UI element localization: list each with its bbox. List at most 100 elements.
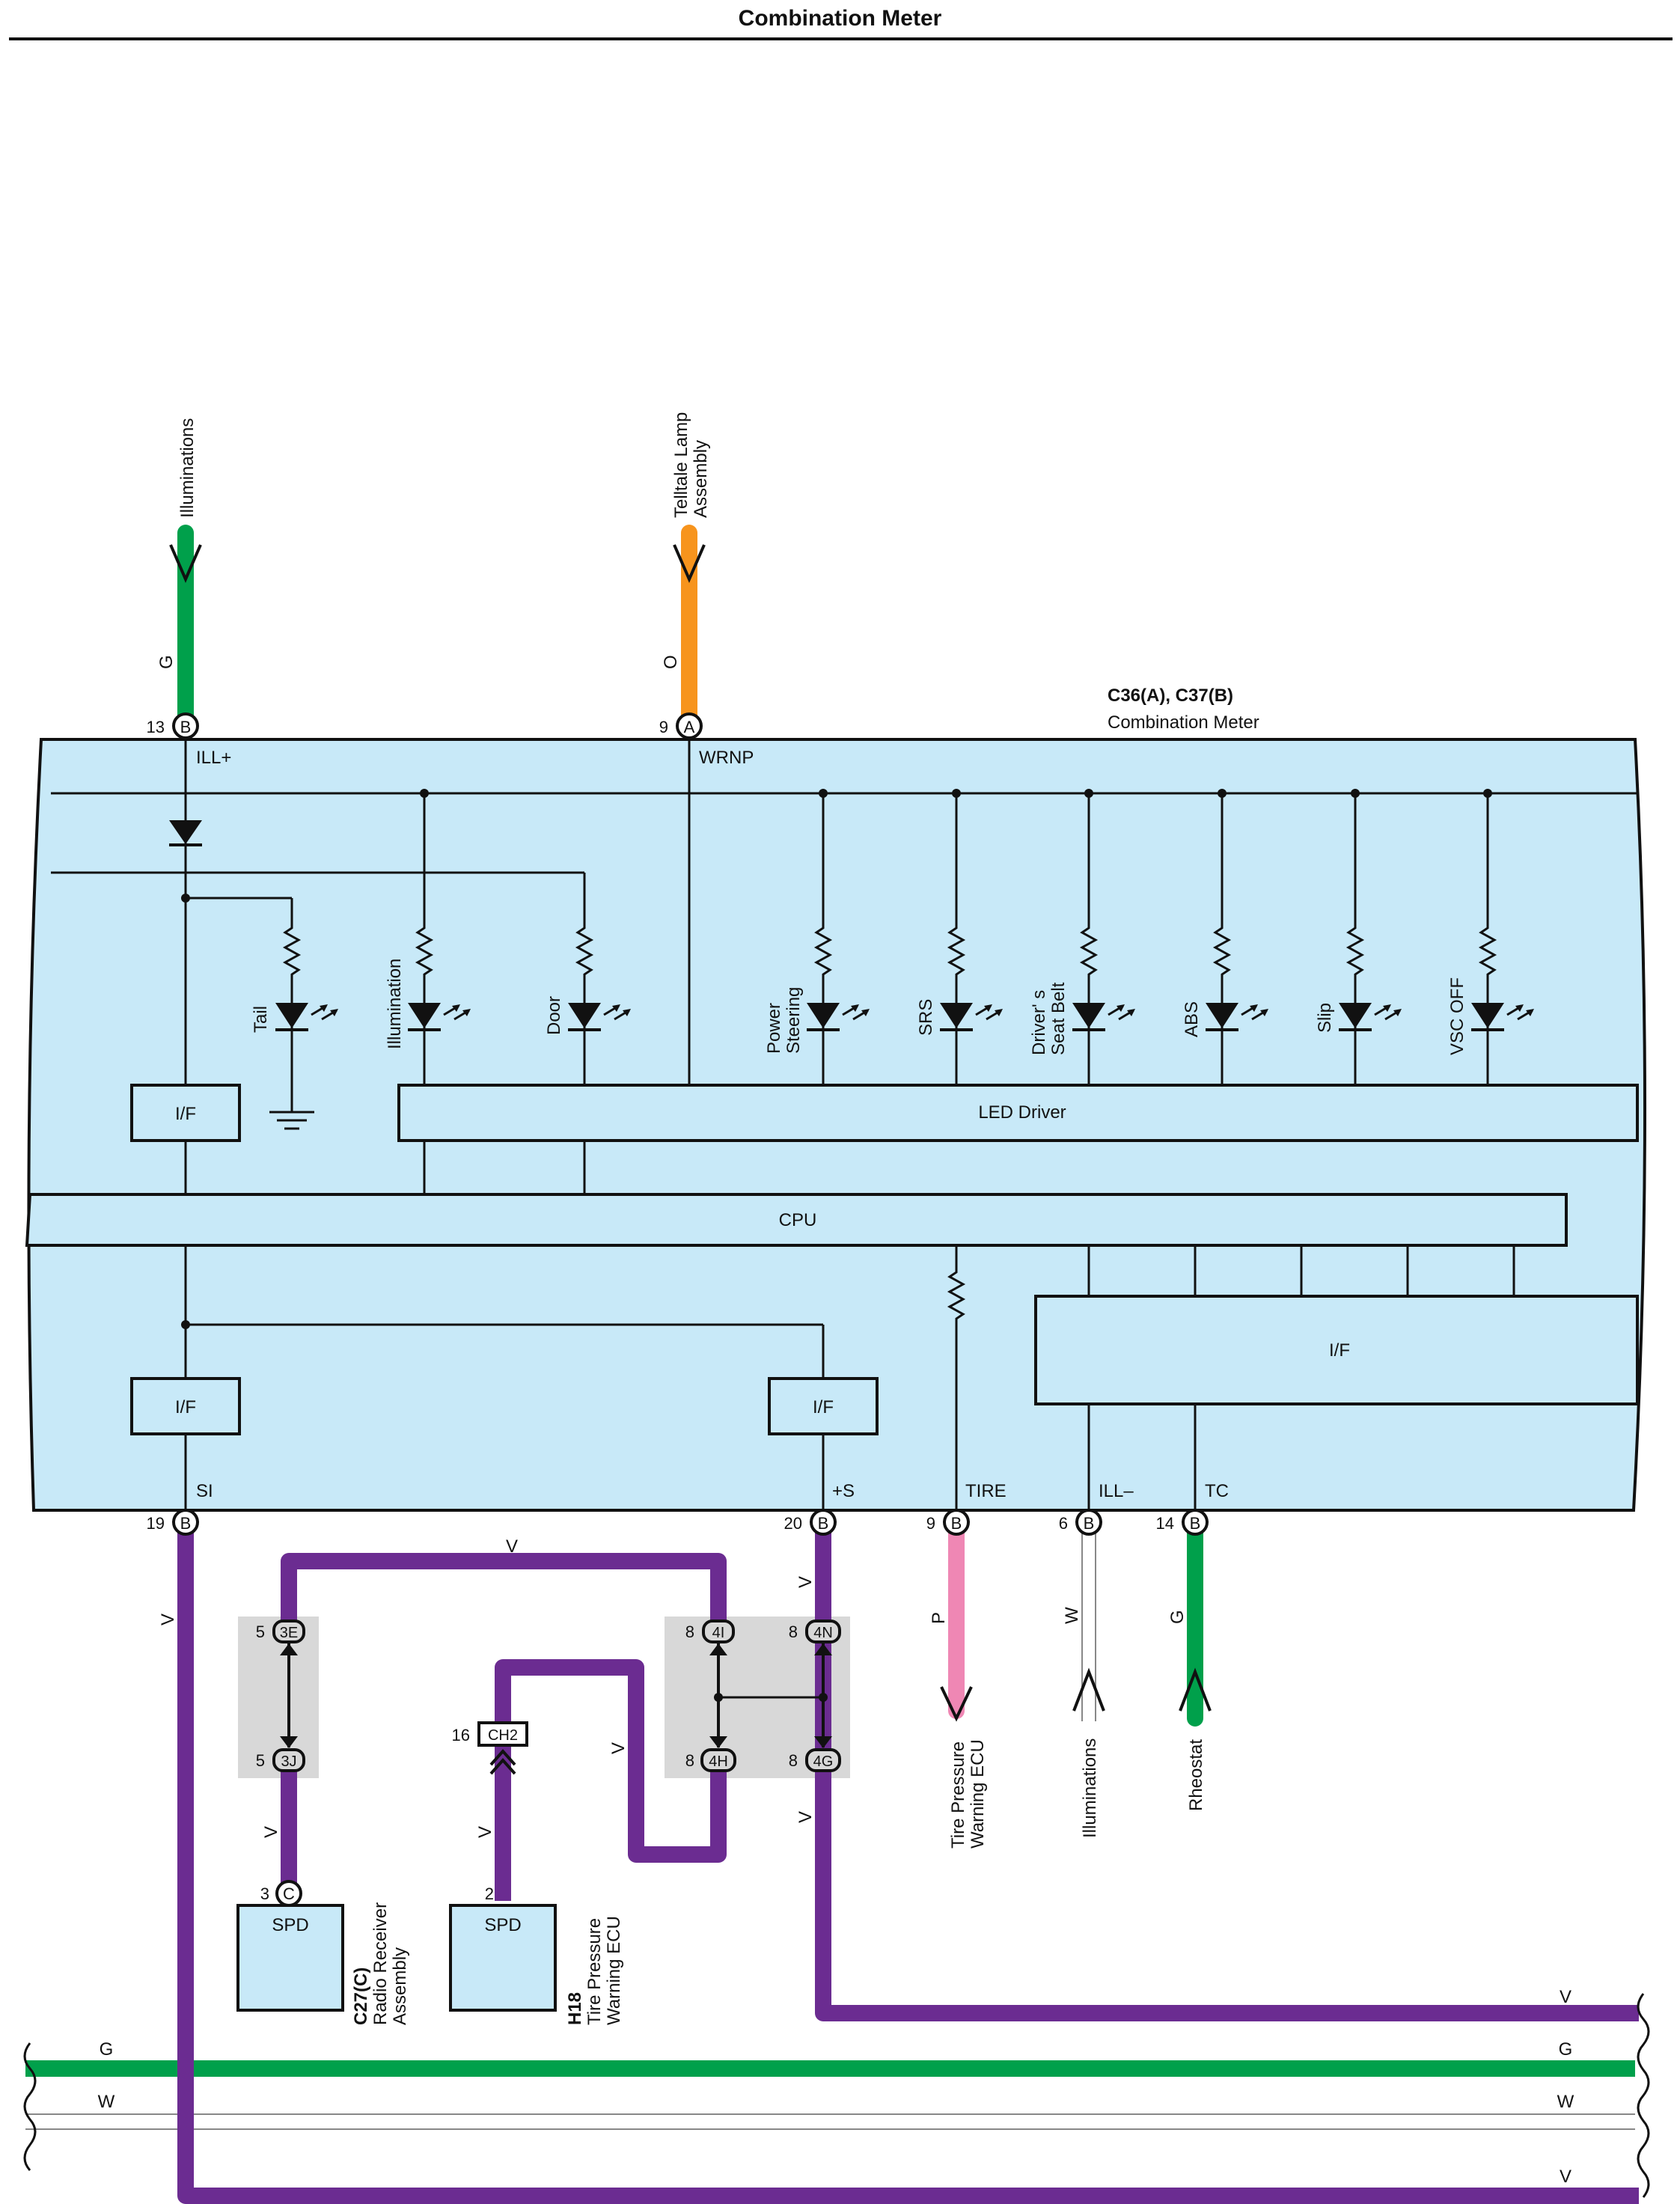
wire-label-v-4g: V bbox=[795, 1811, 816, 1823]
svg-text:3: 3 bbox=[260, 1884, 269, 1903]
connector-ch2: CH2 16 bbox=[452, 1721, 528, 1775]
bus-label-g-left: G bbox=[100, 2039, 114, 2060]
led-label-power-steering-1: Power bbox=[764, 1003, 784, 1054]
led-slip-icon bbox=[1339, 1003, 1402, 1031]
junction-4g: 4G 8 bbox=[789, 1748, 841, 1772]
cpu-block bbox=[25, 1193, 1568, 1247]
if-block-si bbox=[130, 1377, 241, 1435]
led-srs-icon bbox=[940, 1003, 1003, 1031]
wire-label-v-si: V bbox=[158, 1614, 178, 1625]
wire-4h-ch2 bbox=[495, 1659, 727, 1863]
wire-label-g: G bbox=[1167, 1610, 1188, 1624]
svg-text:B: B bbox=[180, 718, 192, 736]
terminal-tc: TC bbox=[1205, 1481, 1229, 1501]
pin-13-b bbox=[172, 712, 199, 739]
wire-label-g-top: G bbox=[156, 655, 177, 669]
led-seat-belt-icon bbox=[1072, 1003, 1135, 1031]
wire-si-purple bbox=[177, 1522, 1639, 2204]
led-label-seat-belt-1: Driver' s bbox=[1029, 990, 1049, 1055]
ground-icon bbox=[269, 1097, 314, 1130]
cpu-label: CPU bbox=[779, 1210, 817, 1230]
svg-text:4H: 4H bbox=[709, 1753, 728, 1770]
wire-3e-4i-purple bbox=[281, 1553, 727, 1630]
terminal-ill-minus: ILL– bbox=[1099, 1481, 1134, 1501]
meter-code: C36(A), C37(B) bbox=[1108, 686, 1233, 706]
svg-text:13: 13 bbox=[147, 718, 165, 736]
pin-6-b: B 6 bbox=[1059, 1509, 1102, 1536]
pin-20-b: B 20 bbox=[784, 1509, 837, 1536]
led-label-slip: Slip bbox=[1315, 1003, 1335, 1033]
svg-text:Radio Receiver: Radio Receiver bbox=[370, 1902, 391, 2025]
svg-text:5: 5 bbox=[256, 1751, 265, 1770]
if-right-label: I/F bbox=[1329, 1340, 1350, 1361]
wire-label-p: P bbox=[929, 1612, 949, 1624]
led-label-tail: Tail bbox=[251, 1006, 271, 1033]
svg-text:5: 5 bbox=[256, 1623, 265, 1641]
junction-4i: 4I 8 bbox=[685, 1620, 735, 1643]
svg-text:14: 14 bbox=[1156, 1514, 1174, 1533]
wire-label-v-s-plus: V bbox=[795, 1576, 816, 1588]
led-tail-icon bbox=[275, 1003, 338, 1031]
dest-telltale-1: Telltale Lamp bbox=[671, 412, 691, 518]
terminal-s-plus: +S bbox=[832, 1481, 855, 1501]
connector-arrow-icon bbox=[940, 1686, 973, 1722]
wire-label-v-loop: V bbox=[608, 1742, 629, 1754]
wire-4g-out-purple bbox=[815, 1796, 1639, 2021]
wire-label-w: W bbox=[1062, 1607, 1082, 1624]
dest-telltale-2: Assembly bbox=[691, 440, 711, 518]
bus-label-v-lower: V bbox=[1560, 2167, 1571, 2187]
svg-text:8: 8 bbox=[789, 1751, 798, 1770]
junction-4n: 4N 8 bbox=[789, 1620, 841, 1643]
svg-text:3J: 3J bbox=[281, 1753, 296, 1770]
led-abs-icon bbox=[1206, 1003, 1268, 1031]
terminal-wrnp: WRNP bbox=[699, 748, 754, 768]
out-rheostat: Rheostat bbox=[1186, 1739, 1206, 1811]
led-power-steering-icon bbox=[807, 1003, 870, 1031]
svg-text:9: 9 bbox=[926, 1514, 935, 1533]
svg-text:19: 19 bbox=[147, 1514, 165, 1533]
pin-9-b: B 9 bbox=[926, 1509, 970, 1536]
svg-text:9: 9 bbox=[659, 718, 668, 736]
bus-label-v-upper: V bbox=[1560, 1987, 1571, 2007]
led-label-seat-belt-2: Seat Belt bbox=[1048, 982, 1069, 1055]
connector-arrow-icon bbox=[1072, 1667, 1105, 1712]
svg-text:8: 8 bbox=[789, 1623, 798, 1641]
terminal-ill-plus: ILL+ bbox=[196, 748, 231, 768]
out-tire-ecu-1: Tire Pressure bbox=[948, 1741, 968, 1849]
svg-text:B: B bbox=[180, 1514, 192, 1533]
led-vsc-off-icon bbox=[1471, 1003, 1534, 1031]
connector-arrow-icon bbox=[1179, 1667, 1212, 1712]
junction-3j: 3J 5 bbox=[256, 1748, 305, 1772]
svg-text:C27(C): C27(C) bbox=[351, 1968, 371, 2025]
led-illumination-icon bbox=[408, 1003, 471, 1031]
svg-text:16: 16 bbox=[452, 1726, 470, 1744]
junction-4h: 4H 8 bbox=[685, 1748, 736, 1772]
bus-label-w-left: W bbox=[98, 2092, 115, 2112]
if-upper-label: I/F bbox=[175, 1104, 196, 1124]
svg-text:6: 6 bbox=[1059, 1514, 1068, 1533]
svg-text:2: 2 bbox=[485, 1884, 494, 1903]
svg-text:CH2: CH2 bbox=[488, 1727, 518, 1744]
svg-text:8: 8 bbox=[685, 1623, 694, 1641]
svg-text:H18: H18 bbox=[565, 1992, 585, 2025]
bus-label-w-right: W bbox=[1557, 2092, 1574, 2112]
svg-text:8: 8 bbox=[685, 1751, 694, 1770]
pin-14-b: B 14 bbox=[1156, 1509, 1209, 1536]
led-label-vsc-off: VSC OFF bbox=[1447, 977, 1467, 1055]
led-label-srs: SRS bbox=[916, 999, 936, 1036]
break-marks bbox=[23, 1993, 1650, 2198]
connector-arrow-icon bbox=[169, 544, 202, 584]
terminal-si: SI bbox=[196, 1481, 213, 1501]
led-label-abs: ABS bbox=[1182, 1001, 1202, 1037]
junction-3e: 3E 5 bbox=[256, 1620, 305, 1643]
if-block-right bbox=[1034, 1295, 1639, 1405]
led-driver-block bbox=[397, 1084, 1639, 1142]
connector-arrow-icon bbox=[673, 544, 706, 584]
diode bbox=[169, 820, 202, 844]
svg-text:SPD: SPD bbox=[272, 1915, 308, 1935]
svg-text:Tire Pressure: Tire Pressure bbox=[584, 1918, 605, 2025]
svg-text:3E: 3E bbox=[280, 1625, 298, 1641]
led-door-icon bbox=[568, 1003, 631, 1031]
svg-text:4I: 4I bbox=[712, 1625, 725, 1641]
svg-text:B: B bbox=[1190, 1514, 1201, 1533]
